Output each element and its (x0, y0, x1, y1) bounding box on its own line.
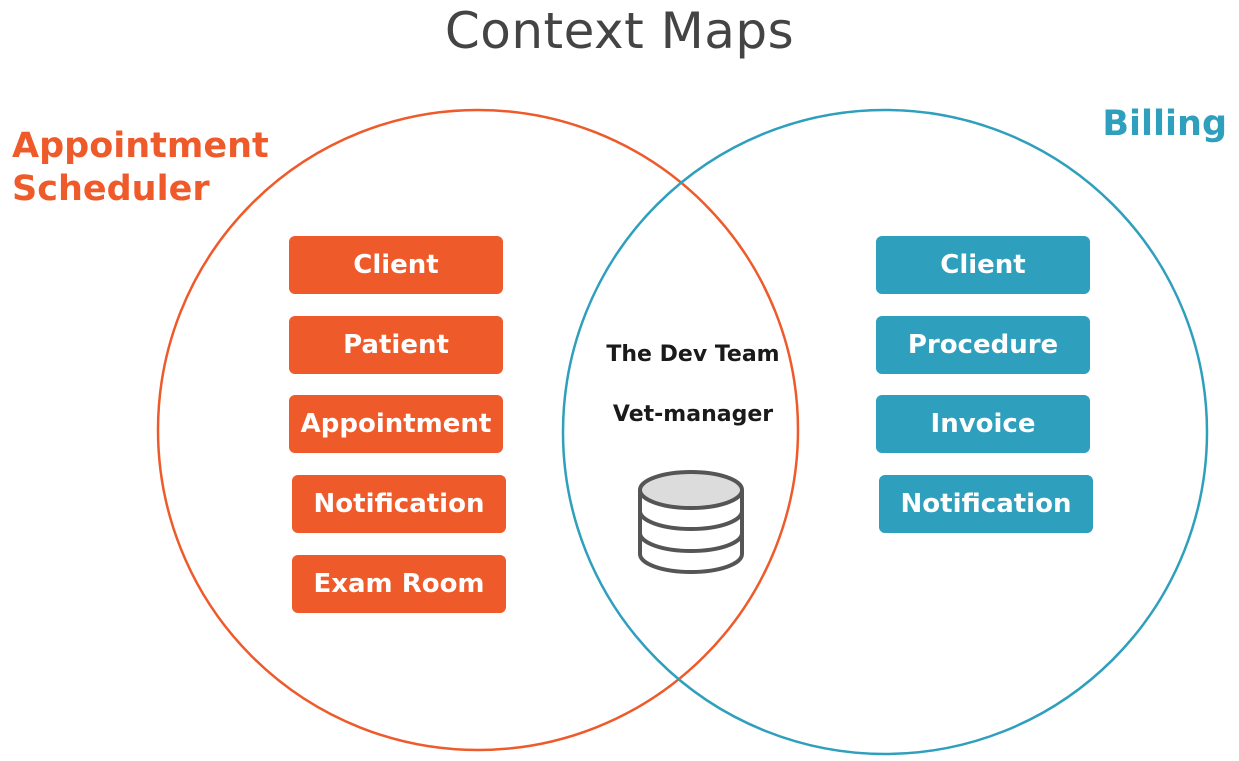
scheduler-item-patient: Patient (289, 316, 503, 374)
billing-circle (561, 108, 1209, 756)
scheduler-item-appointment: Appointment (289, 395, 503, 453)
appointment-scheduler-circle (156, 108, 800, 752)
billing-item-client: Client (876, 236, 1090, 294)
billing-item-invoice: Invoice (876, 395, 1090, 453)
appointment-scheduler-label: Appointment Scheduler (12, 125, 269, 211)
appointment-scheduler-label-line1: Appointment (12, 126, 269, 166)
database-icon (638, 470, 744, 574)
scheduler-item-exam-room: Exam Room (292, 555, 506, 613)
scheduler-item-client: Client (289, 236, 503, 294)
billing-item-notification: Notification (879, 475, 1093, 533)
shared-system-label: Vet-manager (612, 402, 774, 427)
billing-item-procedure: Procedure (876, 316, 1090, 374)
scheduler-item-notification: Notification (292, 475, 506, 533)
billing-label: Billing (1102, 104, 1227, 144)
shared-team-label: The Dev Team (606, 342, 780, 367)
appointment-scheduler-label-line2: Scheduler (12, 169, 210, 209)
page-title: Context Maps (444, 2, 795, 60)
